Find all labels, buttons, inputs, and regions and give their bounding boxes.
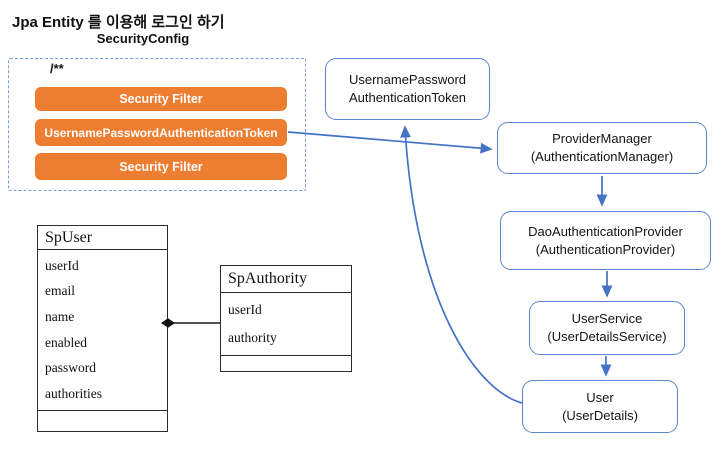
entity-field: enabled (45, 334, 87, 350)
entity-field-list: userId email name enabled password autho… (38, 250, 167, 411)
entity-table-title: SpAuthority (221, 266, 351, 293)
entity-field: authorities (45, 386, 102, 402)
entity-table-title: SpUser (38, 226, 167, 250)
entity-field: name (45, 309, 75, 325)
security-filter-top-bar: Security Filter (35, 87, 287, 111)
page-title: Jpa Entity 를 이용해 로그인 하기 (12, 14, 225, 31)
username-password-token-bar: UsernamePasswordAuthenticationToken (35, 119, 287, 146)
entity-table-spuser: SpUser userId email name enabled passwor… (37, 225, 168, 432)
entity-empty-compartment (221, 356, 351, 371)
security-config-label: SecurityConfig (96, 31, 190, 46)
flow-node-authentication-token: UsernamePassword AuthenticationToken (325, 58, 490, 120)
flow-node-user-details: User (UserDetails) (522, 380, 678, 433)
entity-field: authority (228, 330, 277, 345)
security-config-frame (8, 58, 306, 191)
entity-field: userId (228, 302, 262, 317)
entity-field: password (45, 360, 96, 376)
flow-node-user-service: UserService (UserDetailsService) (529, 301, 685, 355)
entity-field: userId (45, 257, 79, 273)
entity-empty-compartment (38, 411, 167, 431)
flow-node-dao-authentication-provider: DaoAuthenticationProvider (Authenticatio… (500, 211, 711, 270)
entity-field-list: userId authority (221, 293, 351, 356)
flow-node-provider-manager: ProviderManager (AuthenticationManager) (497, 122, 707, 174)
arrow-token-to-provider-manager (287, 131, 493, 154)
entity-field: email (45, 283, 75, 299)
comment-marker: /** (50, 61, 64, 76)
entity-table-spauthority: SpAuthority userId authority (220, 265, 352, 372)
security-filter-bottom-bar: Security Filter (35, 153, 287, 180)
